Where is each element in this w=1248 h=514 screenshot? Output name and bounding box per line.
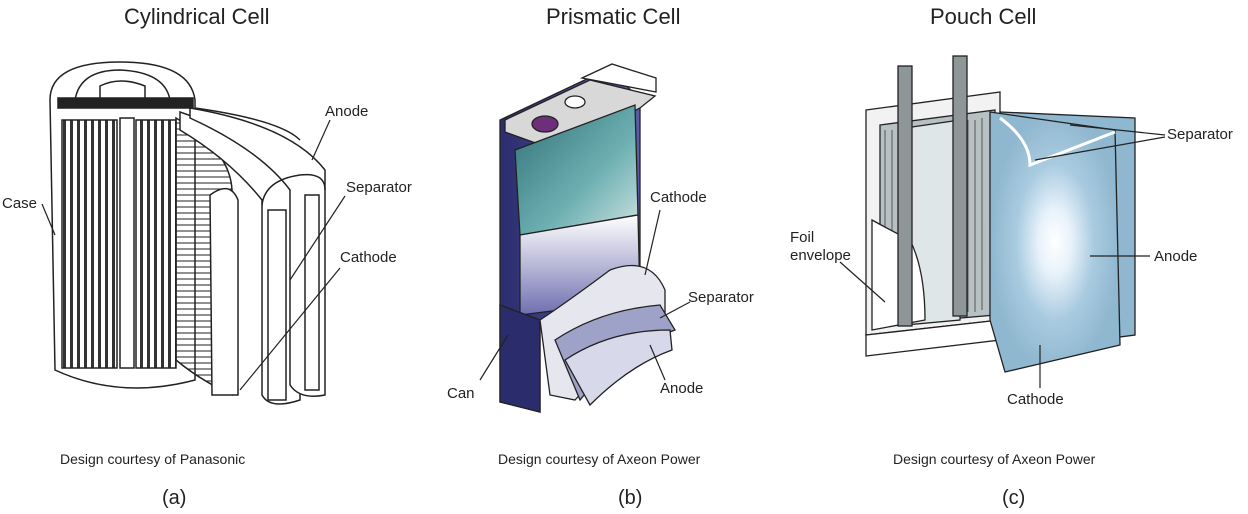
credit-prismatic: Design courtesy of Axeon Power bbox=[498, 451, 701, 467]
pouch-leader-lines bbox=[839, 124, 1166, 388]
credit-pouch: Design courtesy of Axeon Power bbox=[893, 451, 1096, 467]
label-separator-a: Separator bbox=[346, 179, 412, 196]
label-separator-b: Separator bbox=[688, 289, 754, 306]
cylindrical-cell-illustration bbox=[49, 61, 326, 405]
prismatic-title: Prismatic Cell bbox=[546, 4, 681, 29]
label-cathode-c: Cathode bbox=[1007, 391, 1064, 408]
sublabel-b: (b) bbox=[618, 487, 643, 509]
sublabel-c: (c) bbox=[1002, 487, 1026, 509]
label-anode-b: Anode bbox=[660, 380, 704, 397]
label-cathode-b: Cathode bbox=[650, 189, 707, 206]
label-case: Case bbox=[2, 195, 38, 212]
pouch-title: Pouch Cell bbox=[930, 4, 1037, 29]
label-anode-c: Anode bbox=[1154, 248, 1198, 265]
label-anode-a: Anode bbox=[325, 103, 369, 120]
credit-cylindrical: Design courtesy of Panasonic bbox=[60, 451, 246, 467]
label-separator-c: Separator bbox=[1167, 126, 1233, 143]
pouch-cell-illustration bbox=[865, 55, 1136, 373]
label-cathode-a: Cathode bbox=[340, 249, 397, 266]
label-foil-line2: envelope bbox=[790, 247, 851, 264]
sublabel-a: (a) bbox=[162, 487, 187, 509]
cylindrical-leader-lines bbox=[41, 119, 346, 391]
cylindrical-title: Cylindrical Cell bbox=[124, 4, 270, 29]
label-foil-line1: Foil bbox=[790, 229, 815, 246]
prismatic-leader-lines bbox=[479, 209, 691, 381]
label-can: Can bbox=[447, 385, 475, 402]
prismatic-cell-illustration bbox=[499, 63, 676, 413]
